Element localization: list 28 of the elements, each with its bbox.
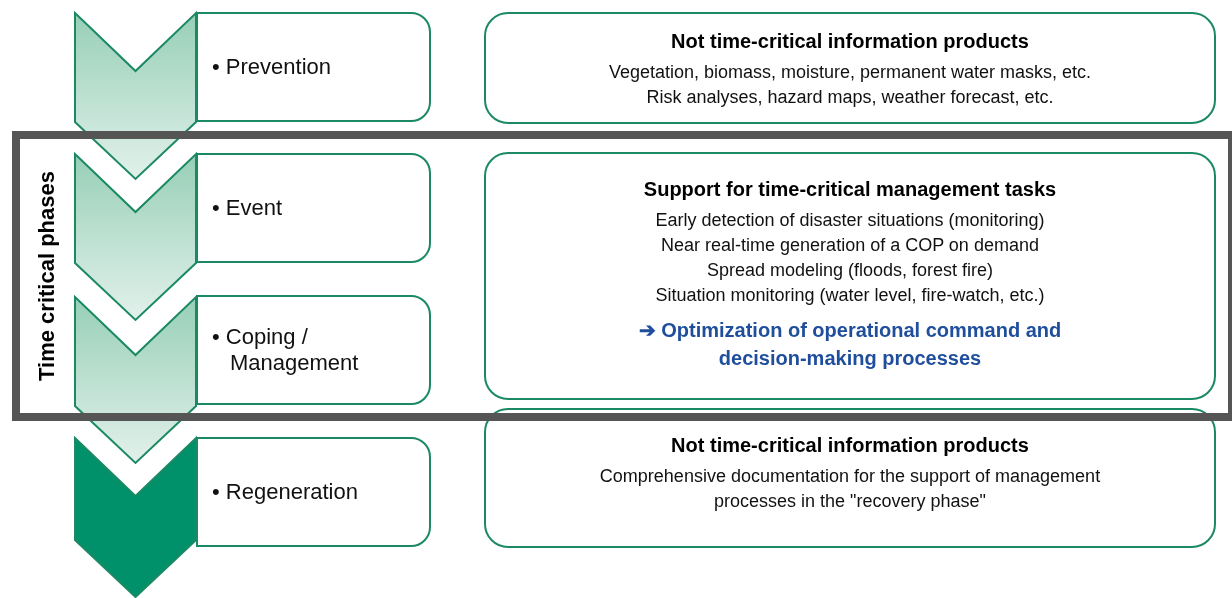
- info-box: [484, 12, 1216, 124]
- body-text: Vegetation, biomass, moisture, permanent water masks, etc.: [608, 61, 1092, 84]
- body-text: Comprehensive documentation for the support of management processes in the "recovery phase": [598, 465, 1102, 513]
- box-heading: Support for time-critical management tasks: [643, 177, 1057, 202]
- phase-box: [196, 295, 431, 405]
- info-box: [484, 152, 1216, 400]
- phase-box: [196, 153, 431, 263]
- phase-chevron-shape: [74, 151, 197, 322]
- phase-chevron-shape: [74, 435, 197, 598]
- time-critical-frame: [12, 131, 1232, 421]
- box-heading: Not time-critical information products: [671, 29, 1029, 54]
- conclusion-text: ➔ Optimization of operational command and decision-making processes: [637, 318, 1063, 371]
- phase-label: • Coping / Management: [212, 324, 360, 376]
- body-text: Spread modeling (floods, forest fire): [706, 259, 994, 282]
- phase-chevron-shape: [74, 10, 197, 181]
- phase-label: • Regeneration: [212, 479, 359, 505]
- box-heading: Not time-critical information products: [671, 433, 1029, 458]
- phase-box: [196, 12, 431, 122]
- phase-box: [196, 437, 431, 547]
- frame-title: Time critical phases: [34, 171, 60, 381]
- phase-label: • Event: [212, 195, 284, 221]
- phase-label: • Prevention: [212, 54, 332, 80]
- body-text: Near real-time generation of a COP on demand: [661, 234, 1039, 257]
- body-text: Early detection of disaster situations (monitoring): [655, 209, 1045, 232]
- body-text: Situation monitoring (water level, fire-watch, etc.): [655, 284, 1045, 307]
- phase-chevron-shape: [74, 294, 197, 465]
- body-text: Risk analyses, hazard maps, weather forecast, etc.: [646, 86, 1054, 109]
- info-box: [484, 408, 1216, 548]
